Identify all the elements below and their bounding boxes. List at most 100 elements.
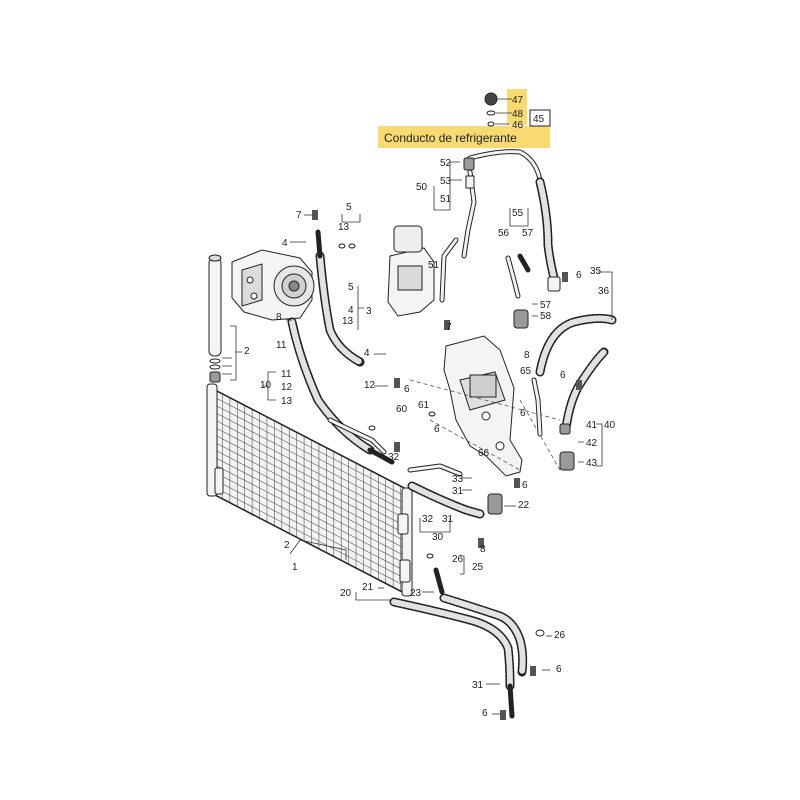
callout-33[interactable]: 33 [452, 474, 464, 485]
callout-57[interactable]: 57 [522, 228, 534, 239]
callout-32[interactable]: 32 [388, 452, 400, 463]
callout-32[interactable]: 32 [422, 514, 434, 525]
callout-8[interactable]: 8 [276, 312, 282, 323]
callout-40[interactable]: 40 [604, 420, 616, 431]
seal-part-43[interactable] [559, 451, 575, 471]
callout-66[interactable]: 66 [478, 448, 490, 459]
refrigerant-hose-part-25[interactable] [433, 567, 528, 677]
callout-20[interactable]: 20 [340, 588, 352, 599]
refrigerant-hose-part-35[interactable] [535, 313, 617, 377]
callout-23[interactable]: 23 [410, 588, 422, 599]
callout-2[interactable]: 2 [244, 346, 250, 357]
callout-45[interactable]: 45 [533, 114, 545, 125]
callout-65[interactable]: 65 [520, 366, 532, 377]
callout-31[interactable]: 31 [452, 486, 464, 497]
refrigerant-line-part-50[interactable] [439, 169, 477, 303]
callout-30[interactable]: 30 [432, 532, 444, 543]
refrigerant-pipe-part-57[interactable] [505, 253, 531, 299]
callout-22[interactable]: 22 [518, 500, 530, 511]
seal-ring [209, 364, 221, 370]
callout-55[interactable]: 55 [512, 208, 524, 219]
refrigerant-hose-part-20[interactable] [389, 597, 515, 719]
callout-4[interactable]: 4 [282, 238, 288, 249]
callout-8[interactable]: 8 [480, 544, 486, 555]
callout-42[interactable]: 42 [586, 438, 598, 449]
callout-36[interactable]: 36 [598, 286, 610, 297]
ac-compressor[interactable] [231, 249, 315, 321]
callout-6[interactable]: 6 [482, 708, 488, 719]
callout-31[interactable]: 31 [472, 680, 484, 691]
callout-13[interactable]: 13 [342, 316, 354, 327]
receiver-dryer-part-2[interactable] [208, 254, 222, 383]
o-ring-part-48 [486, 110, 496, 116]
switch-part-53[interactable] [465, 175, 475, 189]
callout-25[interactable]: 25 [472, 562, 484, 573]
callout-61[interactable]: 61 [418, 400, 430, 411]
callout-57[interactable]: 57 [540, 300, 552, 311]
refrigerant-pipe-part-65[interactable] [531, 377, 543, 437]
electric-heater-part-51[interactable] [387, 225, 435, 317]
callout-41[interactable]: 41 [586, 420, 598, 431]
callout-46[interactable]: 46 [512, 120, 524, 131]
seal-ring-part-47 [484, 92, 498, 106]
callout-50[interactable]: 50 [416, 182, 428, 193]
callout-10[interactable]: 10 [260, 380, 272, 391]
callout-7[interactable]: 7 [296, 210, 302, 221]
callout-45-box [529, 109, 551, 127]
callout-6[interactable]: 6 [560, 370, 566, 381]
refrigerant-hose-part-45[interactable] [467, 149, 561, 292]
refrigerant-hose-part-40[interactable] [561, 347, 609, 433]
callout-4[interactable]: 4 [364, 348, 370, 359]
callout-56[interactable]: 56 [498, 228, 510, 239]
callout-31[interactable]: 31 [442, 514, 454, 525]
callout-7[interactable]: 7 [446, 322, 452, 333]
refrigerant-pipe-part-30[interactable] [407, 463, 485, 519]
callout-52[interactable]: 52 [440, 158, 452, 169]
callout-21[interactable]: 21 [362, 582, 374, 593]
o-rings-small [338, 243, 545, 637]
callout-6[interactable]: 6 [520, 408, 526, 419]
callout-53[interactable]: 53 [440, 176, 452, 187]
pressure-hose-part-10[interactable] [287, 317, 395, 465]
callout-51[interactable]: 51 [428, 260, 440, 271]
suction-hose-part-11[interactable] [315, 229, 365, 367]
highlight-group: Conducto de refrigerante 47 48 46 45 [378, 89, 551, 148]
diagram-title: Conducto de refrigerante [384, 131, 517, 145]
condenser-part-1[interactable] [206, 383, 413, 597]
callout-4[interactable]: 4 [348, 305, 354, 316]
callout-58[interactable]: 58 [540, 311, 552, 322]
callouts: 7 5 4 13 5 4 13 3 8 11 2 11 10 12 13 4 1… [244, 158, 616, 719]
callout-43[interactable]: 43 [586, 458, 598, 469]
callout-51[interactable]: 51 [440, 194, 452, 205]
seal-part-41[interactable] [559, 423, 571, 435]
callout-2[interactable]: 2 [284, 540, 290, 551]
callout-60[interactable]: 60 [396, 404, 408, 415]
callout-12[interactable]: 12 [364, 380, 376, 391]
callout-12[interactable]: 12 [281, 382, 293, 393]
refrigerant-pipe-part-12[interactable] [327, 417, 387, 455]
callout-13[interactable]: 13 [281, 396, 293, 407]
callout-11[interactable]: 11 [281, 369, 292, 380]
callout-11[interactable]: 11 [276, 340, 287, 351]
callout-6[interactable]: 6 [576, 270, 582, 281]
callout-6[interactable]: 6 [556, 664, 562, 675]
callout-1[interactable]: 1 [292, 562, 298, 573]
evaporator-housing-part-60[interactable] [409, 335, 561, 477]
callout-13[interactable]: 13 [338, 222, 350, 233]
callout-6[interactable]: 6 [522, 480, 528, 491]
callout-48[interactable]: 48 [512, 109, 524, 120]
callout-6[interactable]: 6 [434, 424, 440, 435]
valve-part-52[interactable] [463, 157, 475, 171]
seal-part-22[interactable] [487, 493, 503, 515]
callout-6[interactable]: 6 [404, 384, 410, 395]
seal-part-58[interactable] [513, 309, 529, 329]
callout-5[interactable]: 5 [346, 202, 352, 213]
callout-26[interactable]: 26 [452, 554, 464, 565]
callout-35[interactable]: 35 [590, 266, 602, 277]
callout-8[interactable]: 8 [524, 350, 530, 361]
callout-5[interactable]: 5 [348, 282, 354, 293]
callout-3[interactable]: 3 [366, 306, 372, 317]
callout-47[interactable]: 47 [512, 95, 524, 106]
callout-26[interactable]: 26 [554, 630, 566, 641]
